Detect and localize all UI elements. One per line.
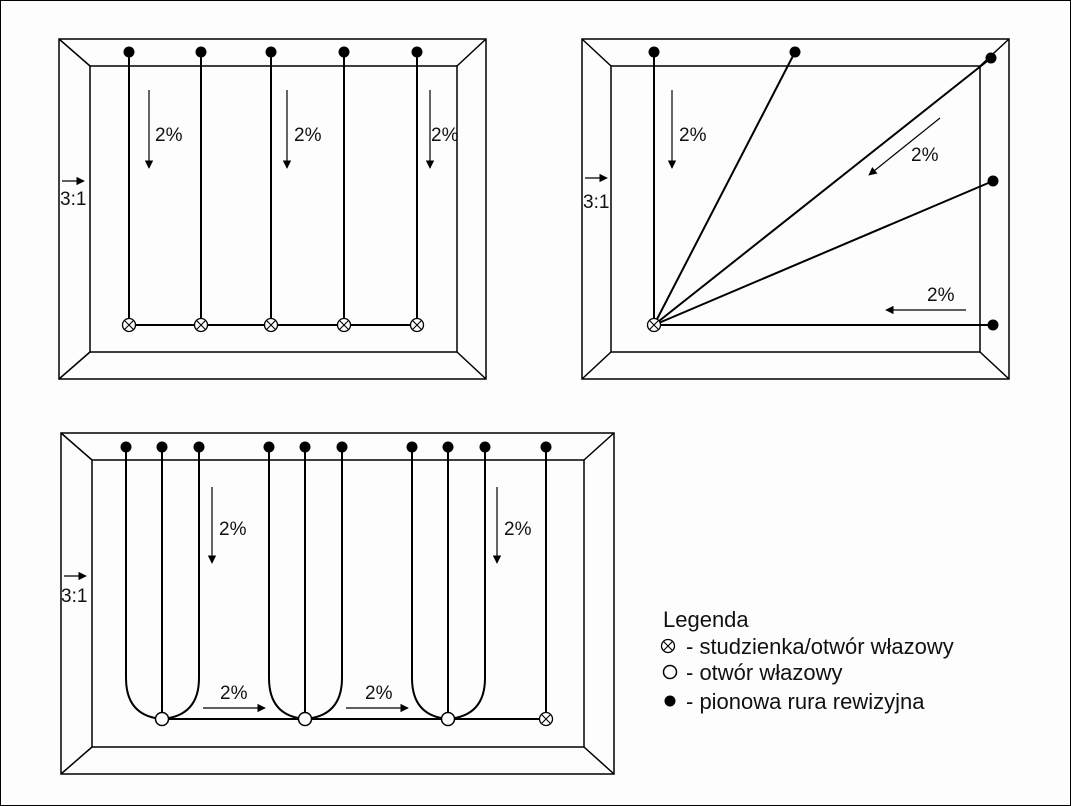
panel-c-drain-pipes: [125, 447, 547, 720]
panel-c-slope-label: 2%: [365, 683, 393, 704]
manhole-cross-line: [196, 320, 206, 330]
filled-circle-icon: [664, 695, 676, 707]
legend: Legenda - studzienka/otwór włazowy - otw…: [660, 607, 954, 714]
panel-a-slope-arrows: [62, 90, 435, 186]
crossed-circle-icon: [660, 638, 676, 654]
manhole-cross-line: [124, 320, 134, 330]
panel-c-ratio-label: 3:1: [61, 586, 87, 607]
panel-b-slope-label: 2%: [911, 145, 939, 166]
panel-c-slope-label: 2%: [504, 519, 532, 540]
panel-c-access-openings: [154, 711, 456, 727]
manhole-cross-line: [663, 641, 673, 651]
panel-b-basin-outline: [581, 38, 1010, 380]
panel-a-basin-outline: [58, 38, 487, 380]
legend-title: Legenda: [663, 607, 749, 632]
panel-b-riser-pipes: [648, 46, 999, 331]
panel-b-radial-drains: [581, 38, 1010, 380]
panel-b-manholes: [646, 317, 662, 333]
panel-a-manholes: [121, 317, 425, 333]
panel-b-ratio-label: 3:1: [583, 192, 609, 213]
panel-c-slope-label: 2%: [220, 683, 248, 704]
panel-a-ratio-label: 3:1: [60, 189, 86, 210]
panel-a-drain-pipes: [128, 52, 418, 326]
panel-c-slope-arrows: [64, 487, 502, 713]
panel-c-basin-outline: [60, 432, 615, 775]
panel-a-riser-pipes: [123, 46, 423, 58]
panel-c-slope-label: 2%: [219, 519, 247, 540]
panel-a-slope-label: 2%: [431, 125, 459, 146]
panel-a-slope-label: 2%: [155, 125, 183, 146]
manhole-cross-line: [266, 320, 276, 330]
manhole-cross-line: [339, 320, 349, 330]
panel-c-manholes: [538, 711, 554, 727]
legend-item-label: - pionowa rura rewizyjna: [686, 689, 925, 714]
panel-c-riser-pipes: [120, 441, 552, 453]
panel-b-slope-label: 2%: [679, 125, 707, 146]
manhole-cross-line: [412, 320, 422, 330]
panel-c-herringbone-drains: [60, 432, 615, 775]
panel-b-drain-pipes: [653, 51, 994, 326]
panel-b-slope-arrows: [585, 90, 966, 315]
manhole-cross-line: [649, 320, 659, 330]
legend-item-label: - otwór włazowy: [686, 660, 842, 685]
panel-a-slope-label: 2%: [294, 125, 322, 146]
open-circle-icon: [662, 664, 678, 680]
legend-item-label: - studzienka/otwór włazowy: [686, 634, 954, 659]
manhole-cross-line: [541, 714, 551, 724]
panel-b-slope-label: 2%: [927, 285, 955, 306]
